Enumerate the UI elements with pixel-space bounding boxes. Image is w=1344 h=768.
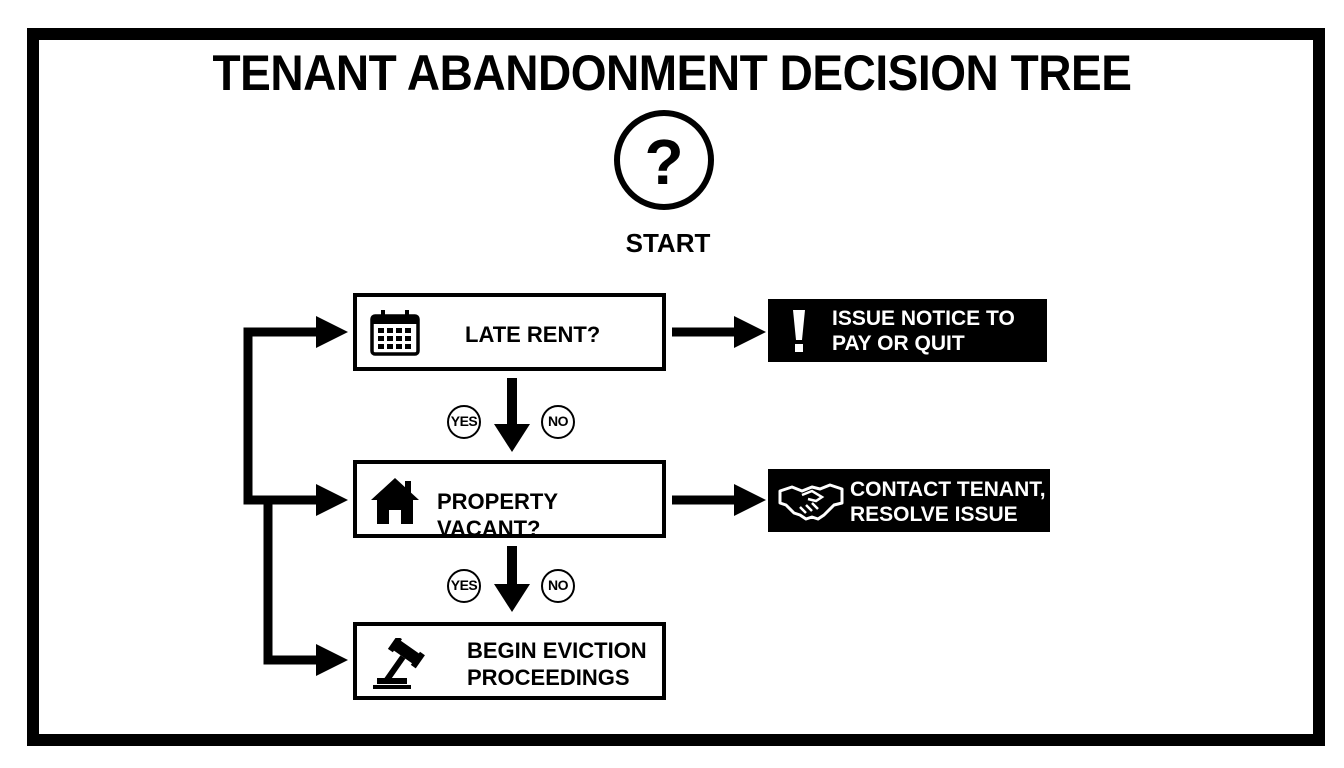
no-badge-2: NO — [541, 569, 575, 603]
loop-connector — [243, 327, 322, 505]
node-property-vacant-label: PROPERTY VACANT? — [437, 489, 558, 541]
node-late-rent-label: LATE RENT? — [465, 322, 601, 347]
outcome-contact-tenant: CONTACT TENANT, RESOLVE ISSUE — [768, 469, 1050, 532]
node-begin-eviction: BEGIN EVICTION PROCEEDINGS — [353, 622, 666, 700]
no-badge-1: NO — [541, 405, 575, 439]
loop-connector-lower — [248, 495, 322, 665]
arrow-into-property-vacant — [316, 484, 348, 516]
yes-badge-2: YES — [447, 569, 481, 603]
outcome-issue-notice-line1: ISSUE NOTICE TO — [832, 307, 1015, 330]
node-begin-eviction-line1: BEGIN EVICTION — [467, 638, 647, 663]
arrow-into-late-rent — [316, 316, 348, 348]
start-question-icon: ? — [614, 110, 714, 210]
outcome-contact-tenant-line2: RESOLVE ISSUE — [850, 503, 1018, 526]
outcome-issue-notice-line2: PAY OR QUIT — [832, 332, 965, 355]
yes-badge-1: YES — [447, 405, 481, 439]
arrow-into-begin-eviction — [316, 644, 348, 676]
house-icon — [371, 478, 419, 524]
calendar-icon — [370, 310, 420, 356]
handshake-icon — [778, 483, 844, 521]
gavel-icon — [373, 638, 425, 689]
diagram-title: TENANT ABANDONMENT DECISION TREE — [212, 45, 1132, 101]
node-property-vacant: PROPERTY VACANT? — [353, 460, 666, 541]
node-begin-eviction-line2: PROCEEDINGS — [467, 665, 630, 690]
node-late-rent: LATE RENT? — [353, 293, 666, 371]
exclamation-icon — [793, 310, 805, 352]
start-symbol: ? — [644, 126, 684, 198]
start-label: START — [625, 228, 711, 258]
outcome-contact-tenant-line1: CONTACT TENANT, — [850, 478, 1046, 501]
outcome-issue-notice: ISSUE NOTICE TO PAY OR QUIT — [768, 299, 1047, 362]
